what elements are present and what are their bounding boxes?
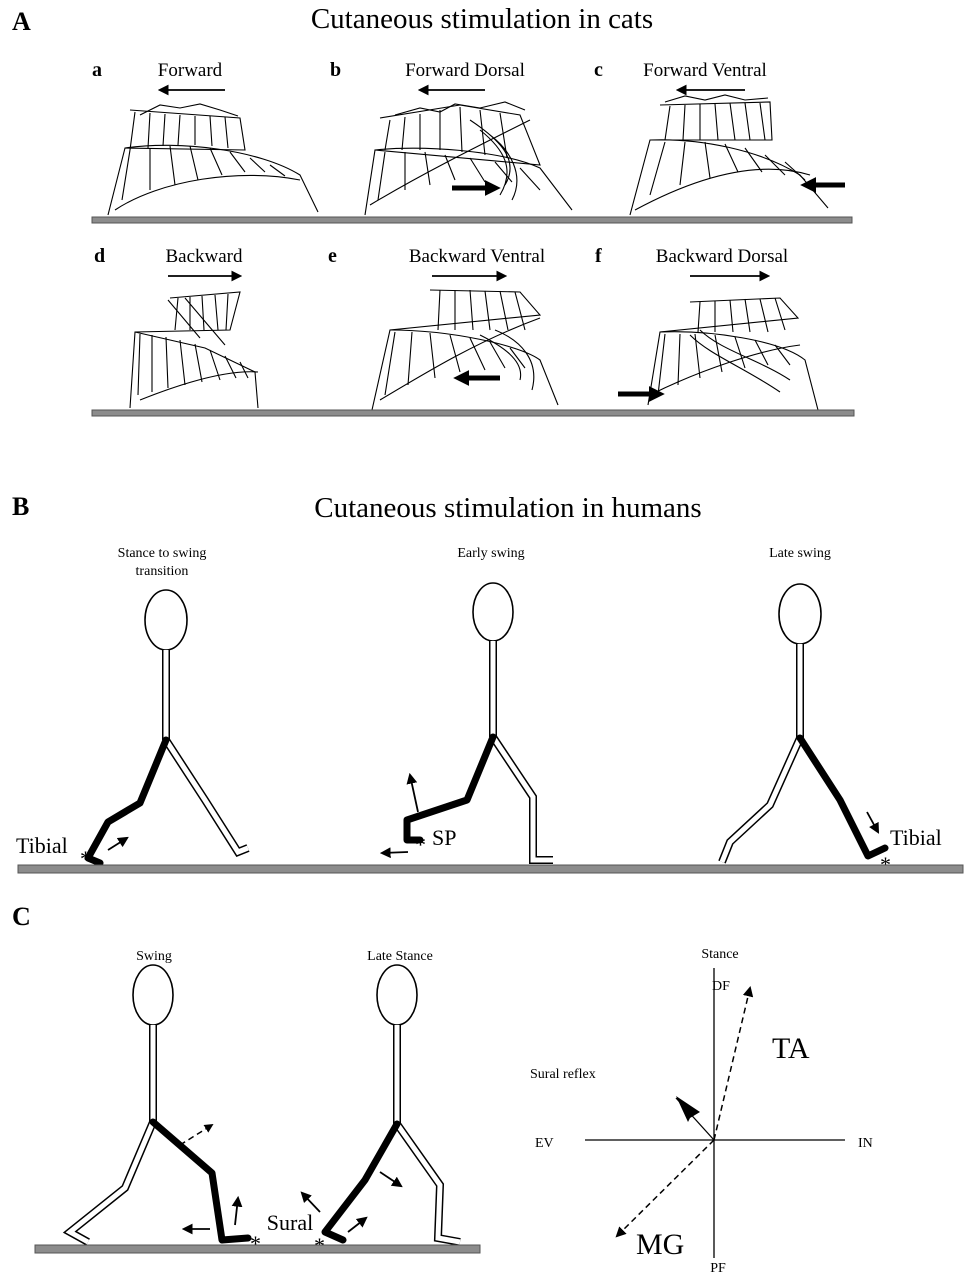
figure-head xyxy=(473,583,513,641)
reflex-arrow-dashed-swing xyxy=(180,1125,212,1145)
mg-vector xyxy=(617,1140,714,1236)
stick-figure-late-swing xyxy=(722,584,885,862)
muscle-label-mg: MG xyxy=(636,1228,684,1261)
figure-head xyxy=(377,965,417,1025)
nerve-label-sural: Sural xyxy=(267,1210,313,1235)
reflex-arrow-knee-stance xyxy=(380,1172,401,1186)
muscle-label-ta: TA xyxy=(772,1032,810,1065)
stick-figure-late-stance xyxy=(325,965,460,1242)
subpanel-e-label: Backward Ventral xyxy=(409,246,545,267)
ground-line-c xyxy=(35,1245,480,1253)
sural-reflex-vector-head xyxy=(676,1096,700,1122)
reflex-arrow-up-2 xyxy=(410,775,418,812)
stimulus-star-2: * xyxy=(415,832,426,857)
stick-trace-e xyxy=(372,290,558,410)
sural-reflex-label: Sural reflex xyxy=(530,1067,596,1082)
panel-a-letter: A xyxy=(12,7,31,36)
subpanel-f-label: Backward Dorsal xyxy=(656,246,788,267)
figure-head xyxy=(133,965,173,1025)
subpanel-d-label: Backward xyxy=(165,246,243,267)
stick-trace-d xyxy=(130,292,258,408)
subpanel-b-label: Forward Dorsal xyxy=(405,60,525,81)
phase-label-stance-to-swing-line2: transition xyxy=(136,564,189,579)
ground-line-b xyxy=(18,865,963,873)
stick-trace-a xyxy=(108,104,318,215)
reflex-arrow-back-2 xyxy=(382,852,408,853)
vector-plot-title: Stance xyxy=(701,947,738,962)
phase-label-stance-to-swing-line1: Stance to swing xyxy=(118,546,207,561)
axis-label-ev: EV xyxy=(535,1136,554,1151)
axis-label-pf: PF xyxy=(710,1261,726,1275)
panel-b-title: Cutaneous stimulation in humans xyxy=(314,492,701,524)
axis-label-in: IN xyxy=(858,1136,873,1151)
reflex-arrow-3 xyxy=(867,812,878,832)
panel-c: C Swing * Sural Late Stance * xyxy=(12,902,873,1275)
stick-figure-stance-to-swing xyxy=(88,590,248,863)
stick-figure-swing xyxy=(70,965,248,1242)
subpanel-a-letter: a xyxy=(92,59,102,81)
subpanel-d-letter: d xyxy=(94,245,105,267)
reflex-arrow-1 xyxy=(108,838,127,850)
ta-vector xyxy=(714,988,750,1140)
nerve-label-tibial-1: Tibial xyxy=(16,833,68,858)
panel-b-letter: B xyxy=(12,492,29,521)
phase-label-swing: Swing xyxy=(136,949,172,964)
stick-figure-early-swing xyxy=(407,583,553,860)
subpanel-c-letter: c xyxy=(594,59,603,81)
phase-label-late-stance: Late Stance xyxy=(367,949,433,964)
subpanel-f-letter: f xyxy=(595,245,602,267)
stick-trace-f xyxy=(648,298,818,410)
panel-c-letter: C xyxy=(12,902,31,931)
reflex-vector-plot: Stance DF PF EV IN Sural reflex TA MG xyxy=(530,947,873,1275)
phase-label-late-swing: Late swing xyxy=(769,546,831,561)
nerve-label-tibial-2: Tibial xyxy=(890,825,942,850)
reflex-arrow-fwd-stance xyxy=(348,1218,366,1232)
panel-a: A Cutaneous stimulation in cats a Forwar… xyxy=(12,3,854,416)
subpanel-a-label: Forward xyxy=(158,60,223,81)
subpanel-b-letter: b xyxy=(330,59,341,81)
stick-trace-b xyxy=(365,102,572,215)
stick-trace-c xyxy=(630,95,828,215)
phase-label-early-swing: Early swing xyxy=(457,546,524,561)
figure-head xyxy=(145,590,187,650)
panel-a-title: Cutaneous stimulation in cats xyxy=(311,3,653,35)
reflex-arrow-up-swing xyxy=(235,1198,238,1225)
panel-b: B Cutaneous stimulation in humans Stance… xyxy=(12,492,963,877)
ground-line-row-2 xyxy=(92,410,854,416)
figure-head xyxy=(779,584,821,644)
ground-line-row-1 xyxy=(92,217,852,223)
axis-label-df: DF xyxy=(712,979,730,994)
nerve-label-sp: SP xyxy=(432,825,456,850)
subpanel-c-label: Forward Ventral xyxy=(643,60,767,81)
subpanel-e-letter: e xyxy=(328,245,337,267)
